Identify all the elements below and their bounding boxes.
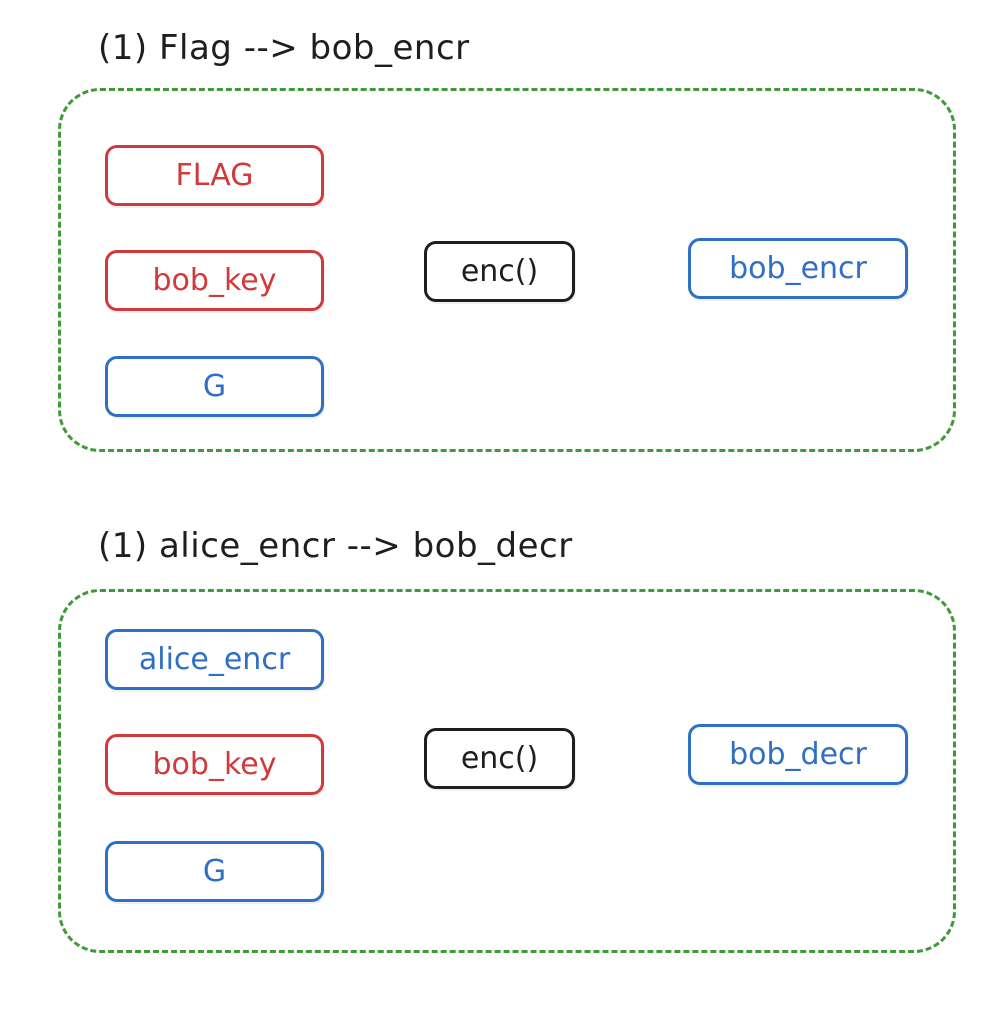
section-2-output-bob-decr: bob_decr bbox=[688, 724, 908, 785]
section-1-output-bob-encr: bob_encr bbox=[688, 238, 908, 299]
section-1-title: (1) Flag --> bob_encr bbox=[98, 28, 470, 68]
section-1-function-enc: enc() bbox=[424, 241, 575, 302]
section-2-input-bob-key: bob_key bbox=[105, 734, 324, 795]
section-1-input-flag: FLAG bbox=[105, 145, 324, 206]
section-1-input-g: G bbox=[105, 356, 324, 417]
section-2-group bbox=[58, 589, 956, 953]
section-2-input-alice-encr: alice_encr bbox=[105, 629, 324, 690]
section-2-function-enc: enc() bbox=[424, 728, 575, 789]
section-2-title: (1) alice_encr --> bob_decr bbox=[98, 526, 573, 566]
section-1-input-bob-key: bob_key bbox=[105, 250, 324, 311]
section-1-group bbox=[58, 88, 956, 452]
section-2-input-g: G bbox=[105, 841, 324, 902]
